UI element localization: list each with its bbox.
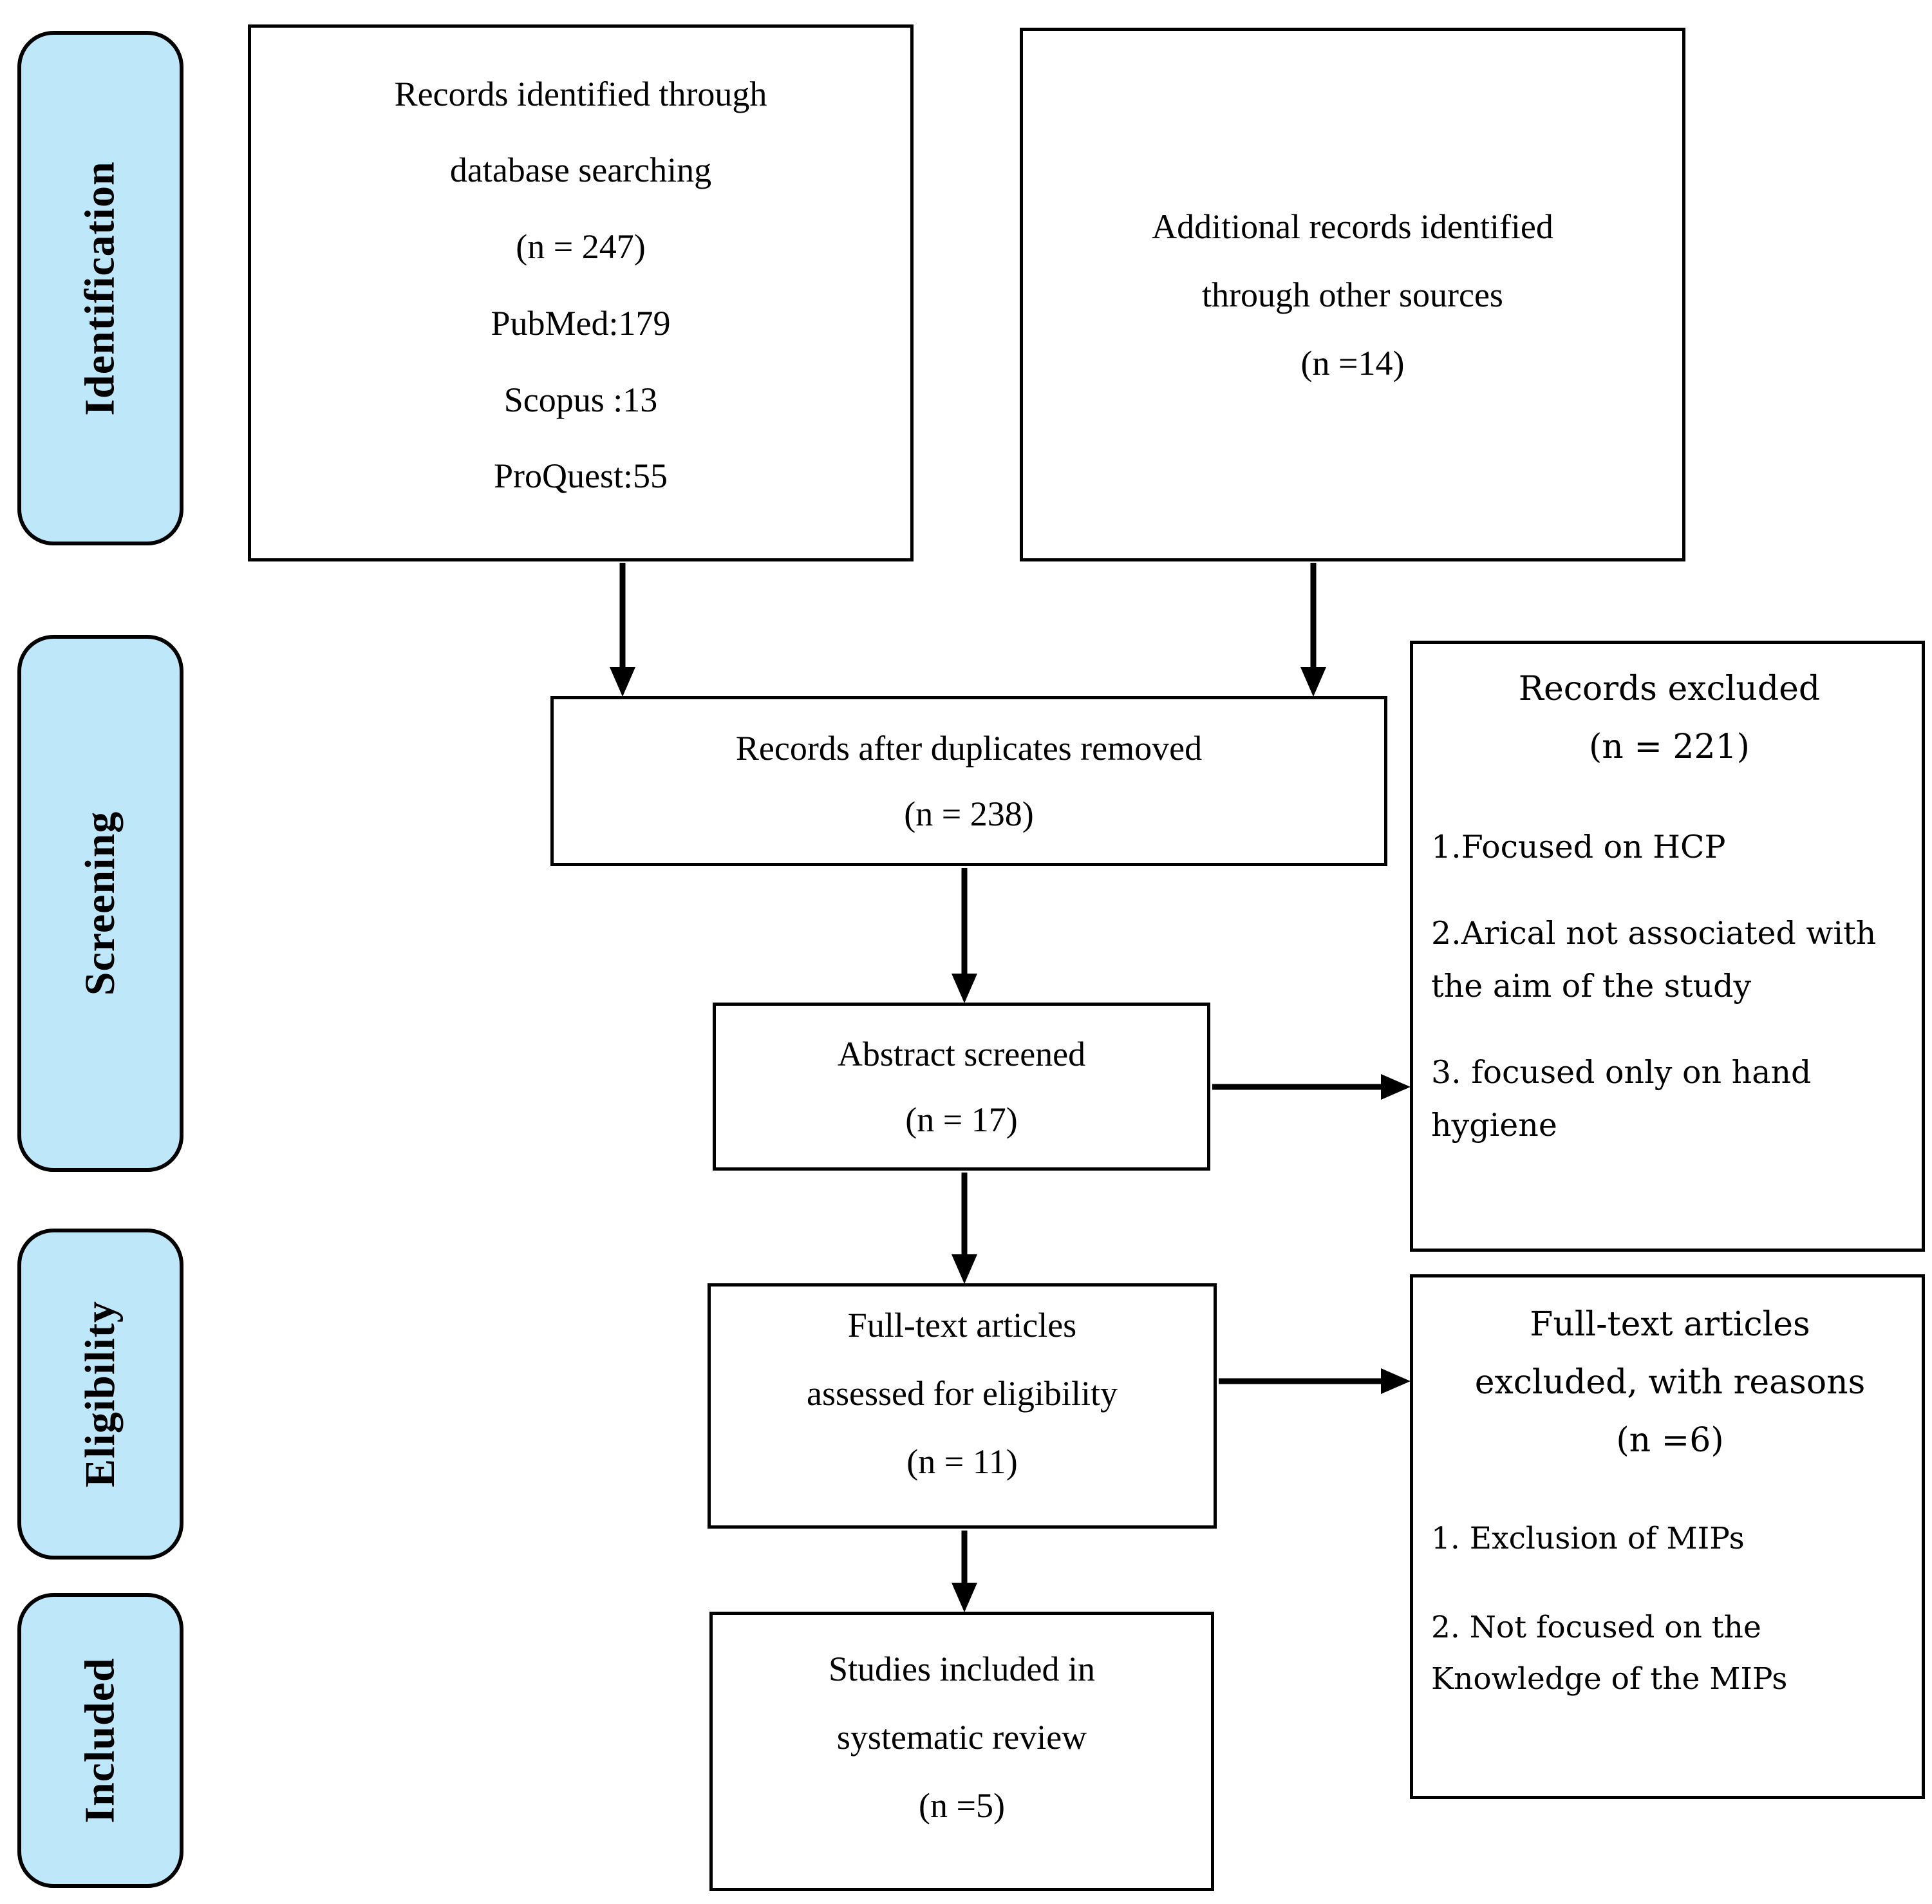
arrow-shaft [961,1173,968,1258]
records-excluded-item1: 1.Focused on HCP [1431,829,1726,865]
arrow-fulltext-to-included [952,1531,977,1612]
records-identified-scopus: Scopus :13 [503,380,658,419]
arrow-down-icon [952,974,977,1003]
records-excluded-item3: 3. focused only on hand hygiene [1431,1054,1812,1144]
additional-records-line2: through other sources [1202,275,1503,314]
stage-screening: Screening [17,635,183,1172]
records-identified-line1: Records identified through [394,74,767,113]
fulltext-assessed-line2: assessed for eligibility [807,1373,1118,1413]
fulltext-excluded-title2: excluded, with reasons [1474,1363,1866,1402]
arrow-down-icon [1300,667,1326,697]
records-excluded-item2: 2.Arical not associated with the aim of … [1431,915,1877,1004]
stage-identification-label: Identification [77,160,124,416]
fulltext-assessed-count: (n = 11) [906,1442,1018,1481]
duplicates-removed-line1: Records after duplicates removed [735,729,1203,768]
box-records-identified: Records identified through database sear… [248,24,914,561]
abstract-screened-count: (n = 17) [905,1100,1018,1139]
records-identified-pubmed: PubMed:179 [491,303,671,343]
additional-records-line1: Additional records identified [1152,207,1553,246]
fulltext-excluded-title1: Full-text articles [1530,1305,1810,1344]
records-excluded-title: Records excluded [1518,670,1821,708]
arrow-fulltext-to-excluded [1219,1368,1411,1394]
stage-eligibility-label: Eligibility [77,1301,124,1487]
stage-screening-label: Screening [77,811,124,996]
stage-included-label: Included [77,1657,124,1824]
arrow-down-icon [952,1254,977,1284]
additional-records-count: (n =14) [1300,343,1405,382]
box-additional-records: Additional records identified through ot… [1020,28,1685,561]
stage-identification: Identification [17,31,183,545]
records-identified-count: (n = 247) [516,227,646,267]
fulltext-excluded-item1: 1. Exclusion of MIPs [1431,1521,1745,1556]
arrow-additional-to-duplicates [1300,563,1326,697]
duplicates-removed-count: (n = 238) [904,795,1034,833]
fulltext-excluded-item2: 2. Not focused on the Knowledge of the M… [1431,1610,1788,1697]
box-fulltext-assessed: Full-text articles assessed for eligibil… [708,1283,1217,1529]
arrow-shaft [1219,1378,1385,1384]
arrow-right-icon [1381,1368,1411,1394]
arrow-down-icon [610,667,635,697]
arrow-abstract-to-fulltext [952,1173,977,1284]
arrow-shaft [1310,563,1317,671]
box-duplicates-removed: Records after duplicates removed (n = 23… [550,696,1387,866]
fulltext-excluded-count: (n =6) [1616,1421,1724,1460]
studies-included-count: (n =5) [919,1786,1005,1825]
abstract-screened-line1: Abstract screened [837,1034,1086,1073]
arrow-shaft [961,868,968,977]
arrow-abstract-to-excluded [1212,1074,1411,1100]
stage-included: Included [17,1593,183,1888]
box-fulltext-excluded: Full-text articles excluded, with reason… [1410,1274,1925,1799]
fulltext-assessed-line1: Full-text articles [847,1305,1077,1344]
arrow-down-icon [952,1583,977,1612]
studies-included-line1: Studies included in [829,1649,1095,1688]
arrow-duplicates-to-abstract [952,868,977,1003]
records-identified-proquest: ProQuest:55 [494,457,668,496]
records-excluded-count: (n = 221) [1589,728,1750,766]
box-records-excluded: Records excluded (n = 221) 1.Focused on … [1410,641,1925,1252]
arrow-shaft [961,1531,968,1587]
studies-included-line2: systematic review [836,1717,1087,1757]
arrow-right-icon [1381,1074,1411,1100]
records-identified-line2: database searching [449,151,712,190]
box-abstract-screened: Abstract screened (n = 17) [713,1003,1210,1171]
arrow-identified-to-duplicates [610,563,635,697]
arrow-shaft [1212,1084,1385,1090]
box-studies-included: Studies included in systematic review (n… [709,1612,1214,1891]
stage-eligibility: Eligibility [17,1229,183,1560]
arrow-shaft [619,563,626,671]
